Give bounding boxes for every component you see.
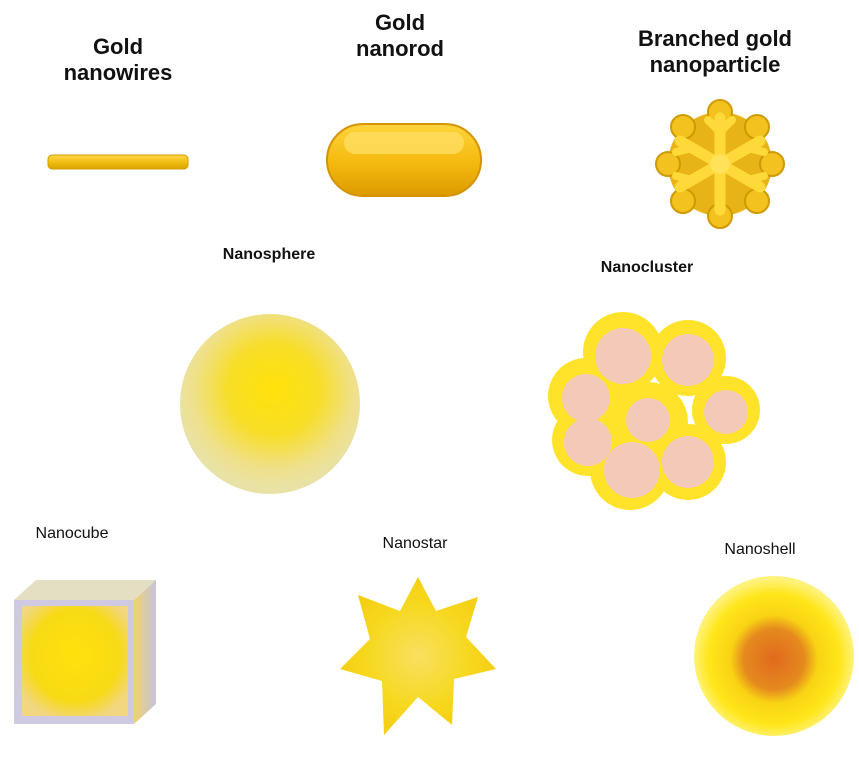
nanosphere-icon — [178, 312, 362, 496]
label-nanostar: Nanostar — [355, 535, 475, 554]
nanoshell-icon — [692, 574, 856, 738]
nanowire-icon — [46, 150, 190, 176]
label-branched-gold-nanoparticle: Branched gold nanoparticle — [610, 26, 820, 78]
nanocluster-icon — [548, 312, 762, 512]
branched-nanoparticle-icon — [650, 96, 790, 231]
nanocube-icon — [10, 578, 160, 728]
nanostar-icon — [338, 575, 498, 737]
nanorod-icon — [324, 120, 484, 200]
label-nanocube: Nanocube — [12, 525, 132, 544]
label-nanosphere: Nanosphere — [194, 246, 344, 265]
label-gold-nanorod: Gold nanorod — [340, 10, 460, 62]
label-gold-nanowires: Gold nanowires — [58, 34, 178, 86]
label-nanoshell: Nanoshell — [700, 541, 820, 560]
label-nanocluster: Nanocluster — [572, 259, 722, 278]
